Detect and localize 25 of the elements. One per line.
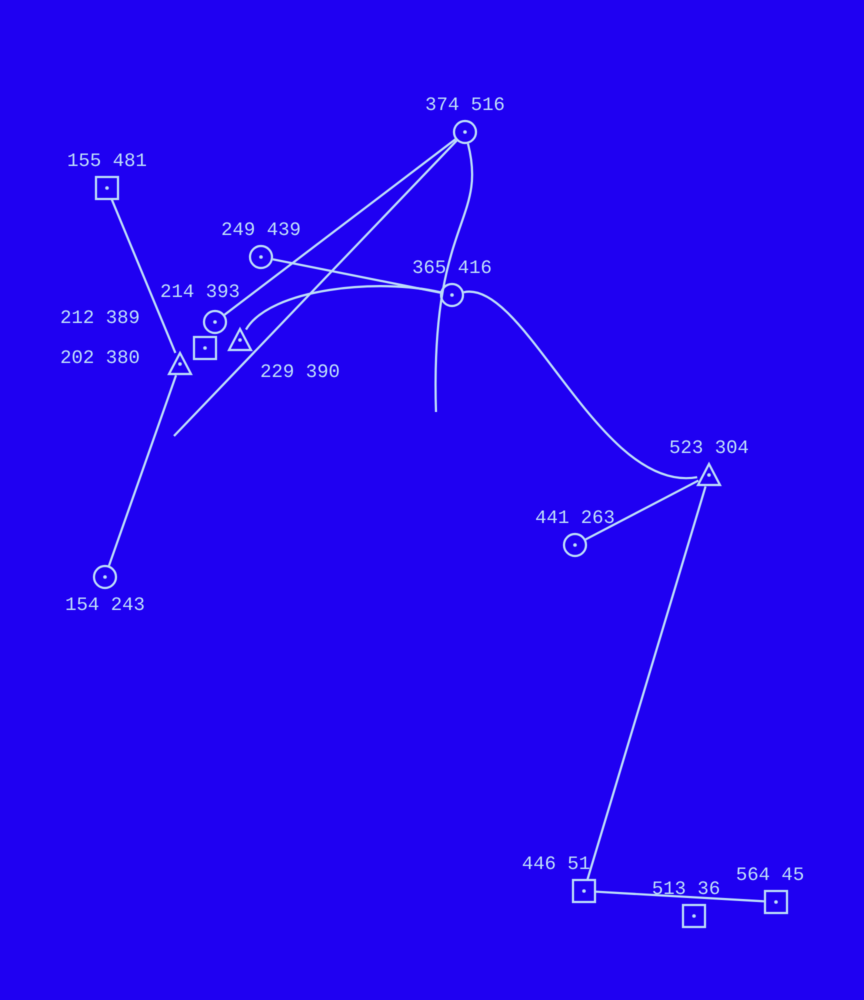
connector-line [245, 285, 441, 330]
coordinate-label: 513 36 [652, 879, 720, 899]
coordinate-label: 214 393 [160, 282, 240, 302]
connector-line [585, 480, 699, 540]
connector-line [586, 486, 707, 880]
connector-line [173, 140, 458, 437]
connector-line [110, 198, 176, 354]
coordinate-label: 374 516 [425, 95, 505, 115]
coordinate-label: 523 304 [669, 438, 749, 458]
coordinate-label: 155 481 [67, 151, 147, 171]
coordinate-label: 441 263 [535, 508, 615, 528]
connector-line [596, 890, 764, 902]
coordinate-label: 202 380 [60, 348, 140, 368]
coordinate-label: 564 45 [736, 865, 804, 885]
connector-line [224, 138, 456, 316]
connector-line [464, 291, 698, 478]
coordinate-label: 249 439 [221, 220, 301, 240]
coordinate-label: 365 416 [412, 258, 492, 278]
coordinate-label: 446 51 [522, 854, 590, 874]
coordinate-label: 212 389 [60, 308, 140, 328]
connector-line [108, 374, 178, 566]
coordinate-label: 229 390 [260, 362, 340, 382]
coordinate-label: 154 243 [65, 595, 145, 615]
connector-line [434, 143, 474, 412]
connector-line [272, 258, 440, 294]
